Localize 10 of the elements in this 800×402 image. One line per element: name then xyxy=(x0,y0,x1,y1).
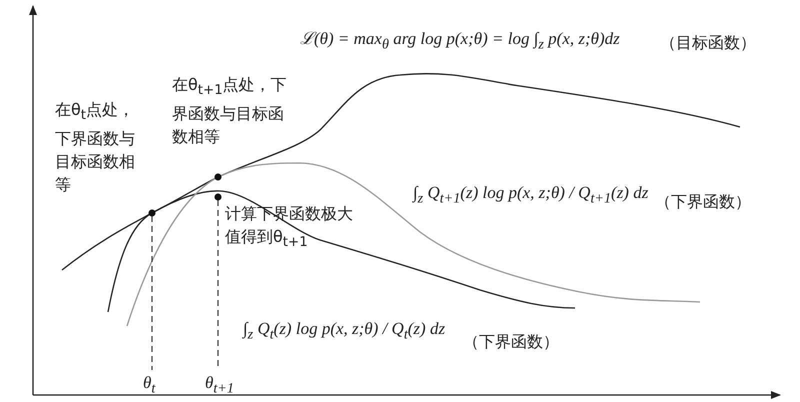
axis-tick-label: θ$_{t+1}$ xyxy=(205,372,234,398)
formula: ∫$_{z}$ Q$_{t+1}$(z) log p(x, z;θ) / Q$_{t+1}$(z) dz xyxy=(413,182,648,208)
annotation-text: 在θ$_{t}$点处，下界函数与目标函数相等 xyxy=(55,99,136,196)
annotation-text: （下界函数） xyxy=(655,191,751,213)
annotation-text: （下界函数） xyxy=(463,331,559,353)
axis-tick-label: θ$_{t}$ xyxy=(143,372,156,398)
formula: ∫$_{z}$ Q$_{t}$(z) log p(x, z;θ) / Q$_{t}$(z) dz xyxy=(243,318,446,344)
annotation-text: （目标函数） xyxy=(660,32,756,54)
formula: ℒ(θ) = max$_{θ}$ arg log p(x;θ) = log ∫$_{z}$ p(x, z;θ)dz xyxy=(300,28,620,54)
annotation-text: 在θ$_{t+1}$点处，下界函数与目标函数相等 xyxy=(172,74,288,148)
